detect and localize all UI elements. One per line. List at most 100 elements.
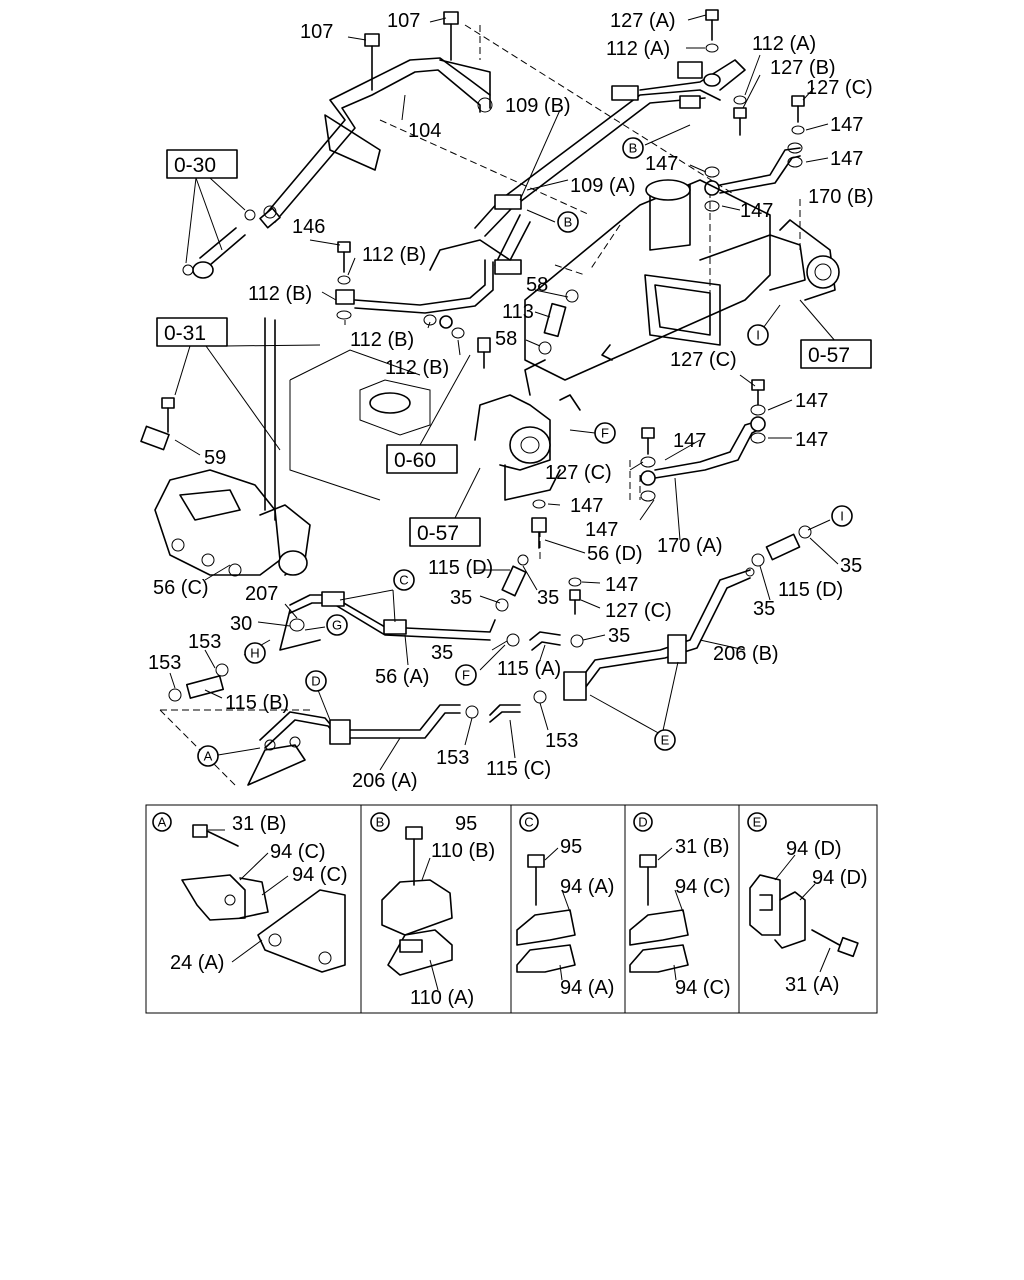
- callout-35-c: 35: [431, 642, 453, 664]
- svg-text:G: G: [332, 618, 342, 633]
- callout-107-left: 107: [300, 21, 333, 43]
- callout-56a: 56 (A): [375, 666, 429, 688]
- detail-e-label-94d-1: 94 (D): [786, 838, 842, 860]
- pump-housing: [474, 359, 561, 501]
- callout-147-mid2: 147: [740, 200, 773, 222]
- ref-0-30: 0-30: [166, 149, 238, 179]
- ref-0-57-left: 0-57: [409, 517, 481, 547]
- callout-112a-top: 112 (A): [606, 38, 670, 60]
- marker-b-upper: B: [622, 137, 644, 159]
- hose-113: [538, 289, 579, 355]
- callout-147-m5: 147: [795, 429, 828, 451]
- marker-e: E: [654, 729, 676, 751]
- callout-104: 104: [408, 120, 441, 142]
- marker-c: C: [393, 569, 415, 591]
- detail-panel-b: B 95 110 (B) 110 (A): [370, 812, 495, 1009]
- callout-170a: 170 (A): [657, 535, 723, 557]
- detail-e-label-31a: 31 (A): [785, 974, 839, 996]
- callout-147-m3: 147: [795, 390, 828, 412]
- callout-127c-p: 127 (C): [605, 600, 672, 622]
- callout-59: 59: [204, 447, 226, 469]
- callout-58-2: 58: [495, 328, 517, 350]
- callout-207: 207: [245, 583, 278, 605]
- marker-f-lower: F: [455, 664, 477, 686]
- water-pipe-104: [259, 57, 493, 229]
- svg-text:E: E: [661, 733, 670, 748]
- callout-127c-mid: 127 (C): [670, 349, 737, 371]
- callout-147-m4: 147: [673, 430, 706, 452]
- detail-d-label-31b: 31 (B): [675, 836, 729, 858]
- callout-127a-top: 127 (A): [610, 10, 676, 32]
- circle-markers: B B I F C G H D A F E I: [197, 137, 853, 767]
- callout-206a: 206 (A): [352, 770, 418, 792]
- marker-i-upper: I: [747, 324, 769, 346]
- ref-0-57-right: 0-57: [800, 339, 872, 369]
- engine-body: [524, 179, 840, 411]
- svg-text:0-57: 0-57: [417, 522, 459, 545]
- callout-115c: 115 (C): [486, 758, 551, 780]
- marker-b-lower: B: [557, 211, 579, 233]
- marker-g: G: [326, 614, 348, 636]
- callout-153-a: 153: [188, 631, 221, 653]
- detail-a-label-94c-2: 94 (C): [292, 864, 348, 886]
- detail-d-key: D: [633, 812, 653, 832]
- callout-115a: 115 (A): [497, 658, 561, 680]
- callout-153-c: 153: [436, 747, 469, 769]
- detail-b-key: B: [370, 812, 390, 832]
- ref-0-31: 0-31: [156, 317, 228, 347]
- callout-127b: 127 (B): [770, 57, 836, 79]
- svg-text:B: B: [376, 815, 385, 830]
- ref-0-60: 0-60: [386, 444, 458, 474]
- callout-127c-top: 127 (C): [806, 77, 873, 99]
- detail-panel-c: C 95 94 (A) 94 (A): [516, 812, 614, 999]
- marker-h: H: [244, 642, 266, 664]
- main-assembly: [140, 9, 840, 786]
- detail-d-label-94c-2: 94 (C): [675, 977, 731, 999]
- callout-109b: 109 (B): [505, 95, 571, 117]
- hose-115a: [506, 631, 584, 651]
- svg-text:E: E: [753, 815, 762, 830]
- callout-112b-2: 112 (B): [248, 283, 312, 305]
- callout-113: 113: [502, 301, 534, 323]
- leader-lines: [169, 14, 839, 771]
- svg-text:F: F: [601, 426, 609, 441]
- detail-c-key: C: [519, 812, 539, 832]
- callout-56d: 56 (D): [587, 543, 643, 565]
- callout-112b-4: 112 (B): [385, 357, 449, 379]
- svg-text:A: A: [204, 749, 213, 764]
- detail-c-label-94a-2: 94 (A): [560, 977, 614, 999]
- callout-170b: 170 (B): [808, 186, 874, 208]
- detail-a-label-94c-1: 94 (C): [270, 841, 326, 863]
- detail-panel-d: D 31 (B) 94 (C) 94 (C): [629, 812, 731, 999]
- detail-e-key: E: [747, 812, 767, 832]
- detail-a-key: A: [152, 812, 172, 832]
- hose-115d: [495, 554, 582, 615]
- svg-text:C: C: [399, 573, 408, 588]
- leader-dashes: [159, 24, 801, 786]
- callout-35-r2: 35: [753, 598, 775, 620]
- callout-35-r: 35: [840, 555, 862, 577]
- svg-text:D: D: [311, 674, 320, 689]
- callout-153-d: 153: [545, 730, 578, 752]
- tank-0-60: [289, 349, 431, 501]
- callout-115d-left: 115 (D): [428, 557, 493, 579]
- callout-206b: 206 (B): [713, 643, 779, 665]
- part-callouts: 107 107 104 127 (A) 112 (A) 112 (A) 127 …: [148, 10, 874, 792]
- callout-147-p: 147: [605, 574, 638, 596]
- callout-115b: 115 (B): [225, 692, 289, 714]
- detail-a-label-24a: 24 (A): [170, 952, 224, 974]
- detail-e-label-94d-2: 94 (D): [812, 867, 868, 889]
- callout-30: 30: [230, 613, 252, 635]
- pipe-109: [474, 85, 721, 275]
- callout-109a: 109 (A): [570, 175, 636, 197]
- svg-text:0-31: 0-31: [164, 322, 206, 345]
- fitting-56d: [531, 499, 547, 549]
- svg-text:A: A: [158, 815, 167, 830]
- pipe-206b: [563, 567, 755, 701]
- callout-112b-1: 112 (B): [362, 244, 426, 266]
- detail-c-label-94a-1: 94 (A): [560, 876, 614, 898]
- marker-d: D: [305, 670, 327, 692]
- bolt-107-right: [443, 11, 459, 61]
- callout-147-r2: 147: [830, 148, 863, 170]
